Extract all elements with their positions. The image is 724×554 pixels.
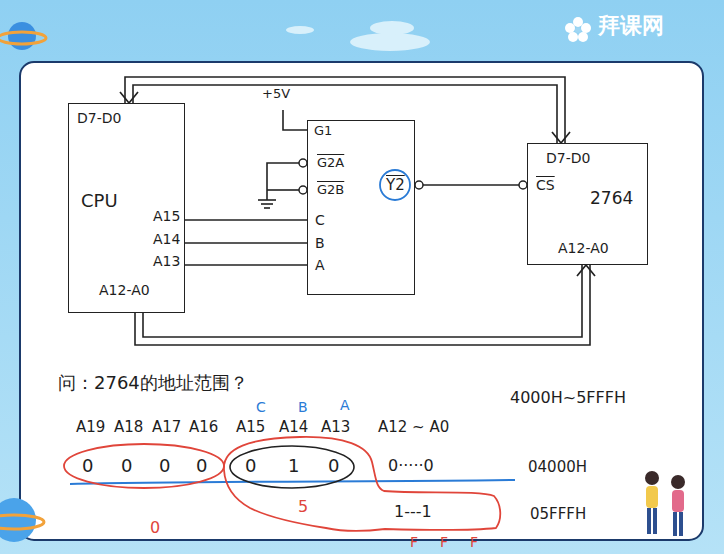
ground-symbol <box>264 207 270 209</box>
cloud <box>370 21 414 35</box>
question: 问：2764的地址范围？ <box>58 372 248 394</box>
bit-value: 0 <box>196 455 207 477</box>
input-letter: A <box>340 397 350 414</box>
hex-digit: 5 <box>298 497 308 516</box>
logo-text: 拜课网 <box>598 13 664 39</box>
bit-header: A18 <box>114 418 143 436</box>
pin-label: CS <box>536 177 555 194</box>
vcc-wire <box>283 110 307 130</box>
figures <box>645 471 685 536</box>
wire <box>185 219 307 221</box>
pin-label: A14 <box>153 231 180 248</box>
planet <box>0 498 36 542</box>
pin-label: G2B <box>317 182 344 198</box>
bit-value: 0 <box>245 455 256 477</box>
content-panel <box>20 62 703 540</box>
hex-digit: F <box>470 534 478 551</box>
bit-value: 0·····0 <box>388 456 434 475</box>
group-loop <box>64 444 224 488</box>
group-loop <box>230 446 354 488</box>
bit-header: A17 <box>152 418 181 436</box>
eprom-box: D7-D0CS 2764A12-A0 <box>527 143 648 265</box>
pin-label: CPU <box>81 190 118 212</box>
planet <box>8 22 36 50</box>
pin-label: 2764 <box>590 188 633 208</box>
ground-wire <box>267 163 299 200</box>
chip-select-line <box>415 185 527 186</box>
bit-header: A12 ~ A0 <box>378 418 449 436</box>
inversion-bubble <box>519 181 527 189</box>
arrowhead <box>120 92 138 103</box>
hex-address: 04000H <box>528 458 587 476</box>
input-letter: B <box>298 399 308 416</box>
bit-value: 0 <box>82 455 93 477</box>
address-line <box>185 220 307 221</box>
bit-value: 0 <box>159 455 170 477</box>
answer: 4000H~5FFFH <box>510 388 626 407</box>
pin-label: G1 <box>314 123 332 139</box>
inversion-bubble <box>299 159 307 167</box>
pin-label: A13 <box>153 253 180 270</box>
inversion-bubble <box>299 186 307 194</box>
bit-header: A16 <box>189 418 218 436</box>
wire <box>143 265 582 337</box>
pin-label: A15 <box>153 208 180 225</box>
bit-value: 0 <box>121 455 132 477</box>
arrowhead <box>552 132 570 143</box>
bit-header: A13 <box>321 418 350 436</box>
pin-label: D7-D0 <box>546 150 590 167</box>
pin-label: G2A <box>317 155 344 171</box>
cloud <box>286 26 314 34</box>
bit-header: A14 <box>279 418 308 436</box>
supply-label: +5V <box>262 86 290 102</box>
planet-ring <box>0 515 44 529</box>
wire <box>125 77 565 143</box>
bit-value: 1 <box>288 455 299 477</box>
input-letter: C <box>256 399 266 416</box>
pin-label: Y2 <box>386 176 405 194</box>
cloud <box>350 33 430 51</box>
cpu-box: D7-D0CPU A15A14A13A12-A0 <box>68 103 185 313</box>
group-loop <box>224 437 500 531</box>
pin-label: A12-A0 <box>558 240 609 257</box>
ground-symbol <box>258 199 276 201</box>
hex-digit: 0 <box>150 518 160 537</box>
bit-header: A19 <box>76 418 105 436</box>
hex-digit: F <box>440 534 448 551</box>
arrowhead <box>577 265 595 276</box>
hex-address: 05FFFH <box>530 505 586 523</box>
pin-label: C <box>315 212 325 229</box>
highlight-circle <box>380 170 410 200</box>
pin-label: A <box>315 257 325 274</box>
pin-label: A12-A0 <box>99 282 150 299</box>
wire <box>415 184 527 186</box>
planet-ring <box>0 32 46 44</box>
underline <box>70 480 515 484</box>
wire <box>133 85 557 143</box>
ground-wire <box>267 189 299 191</box>
bit-header: A15 <box>236 418 265 436</box>
bit-value: 0 <box>328 455 339 477</box>
address-line <box>185 265 307 266</box>
hex-digit: F <box>410 534 418 551</box>
bit-value: 1---1 <box>394 502 432 521</box>
inversion-bubble <box>415 181 423 189</box>
wire <box>185 242 307 244</box>
address-line <box>185 243 307 244</box>
data-bus <box>120 77 570 143</box>
logo-flower <box>565 17 591 42</box>
address-bus <box>135 265 595 345</box>
power-wires <box>258 110 307 208</box>
pin-label: B <box>315 235 325 252</box>
ground-symbol <box>261 203 273 205</box>
pin-label: D7-D0 <box>77 110 121 127</box>
wire <box>135 265 590 345</box>
wire <box>185 264 307 266</box>
decoder-box: G1G2A G2B CBA Y2 <box>307 120 415 295</box>
